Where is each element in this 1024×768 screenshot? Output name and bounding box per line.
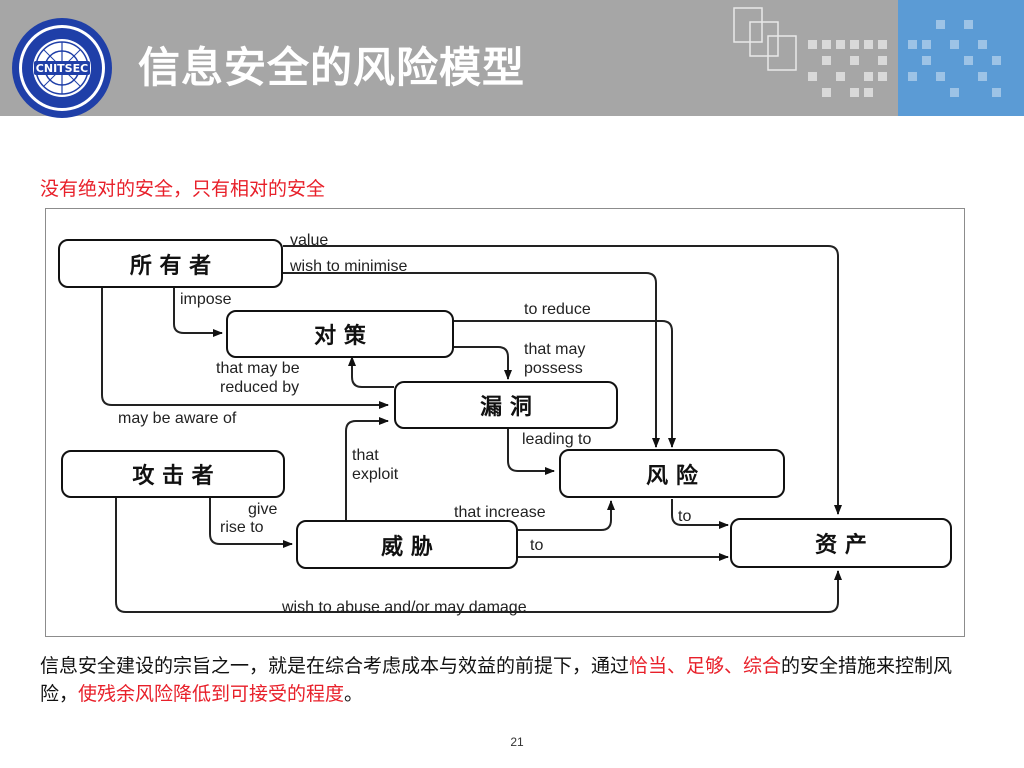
arrow-owner-minimise-risk (283, 272, 660, 448)
node-countermeasure: 对 策 (226, 310, 454, 358)
arrow-threat-increase-risk (516, 500, 615, 531)
header-bar: CNITSEC 信息安全的风险模型 (0, 0, 1024, 118)
label-leading-to: leading to (522, 431, 592, 448)
arrow-owner-aware-vulnerability (101, 287, 389, 409)
arrow-attacker-abuse-asset (115, 498, 842, 613)
label-wish-to-minimise: wish to minimise (290, 258, 408, 275)
risk-model-diagram: 所 有 者 对 策 漏 洞 风 险 攻 击 者 威 胁 资 产 value wi… (45, 208, 965, 637)
node-threat: 威 胁 (296, 520, 518, 569)
summary-text-1: 信息安全建设的宗旨之一，就是在综合考虑成本与效益的前提下，通过 (40, 655, 630, 677)
node-asset-label: 资 产 (815, 532, 867, 558)
node-attacker-label: 攻 击 者 (132, 463, 214, 489)
summary-text-3: 。 (344, 683, 364, 705)
page-number: 21 (510, 735, 524, 749)
label-value: value (290, 232, 329, 249)
node-owner-label: 所 有 者 (129, 252, 212, 279)
page-title: 信息安全的风险模型 (138, 43, 526, 92)
arrow-countermeasure-reduce-risk (454, 320, 676, 448)
header-decoration (733, 0, 1024, 116)
label-rise-to: rise to (220, 519, 264, 536)
label-risk-to-asset: to (678, 508, 692, 525)
label-threat-to-asset: to (530, 537, 544, 554)
diagram-arrows (101, 245, 842, 613)
label-wish-to-abuse: wish to abuse and/or may damage (282, 599, 527, 616)
node-vulnerability: 漏 洞 (394, 381, 618, 429)
arrow-threat-exploit-vulnerability (345, 417, 389, 521)
label-impose: impose (180, 291, 232, 308)
node-risk: 风 险 (559, 449, 785, 498)
arrow-owner-impose-countermeasure (173, 287, 223, 337)
arrow-countermeasure-possess-vulnerability (454, 346, 512, 380)
arrow-risk-to-asset (671, 499, 729, 529)
arrow-owner-value-asset (283, 245, 842, 515)
label-exploit: exploit (352, 466, 399, 483)
arrow-vulnerability-leading-risk (507, 428, 555, 475)
arrow-vulnerability-reduced-countermeasure (348, 356, 394, 388)
summary-paragraph: 信息安全建设的宗旨之一，就是在综合考虑成本与效益的前提下，通过恰当、足够、综合的… (40, 652, 990, 708)
label-that-may-be: that may be (216, 360, 300, 377)
label-that-increase: that increase (454, 504, 546, 521)
logo-seal: CNITSEC (12, 18, 112, 118)
label-that-may: that may (524, 341, 586, 358)
node-countermeasure-label: 对 策 (314, 323, 366, 349)
summary-highlight-2: 使残余风险降低到可接受的程度 (78, 683, 345, 705)
label-give: give (248, 501, 278, 518)
summary-highlight-1: 恰当、足够、综合 (629, 655, 782, 677)
node-vulnerability-label: 漏 洞 (480, 394, 532, 420)
arrow-attacker-giverise-threat (209, 497, 293, 548)
summary-text-2: 的安全措施来控制风险， (40, 655, 953, 705)
subtitle: 没有绝对的安全，只有相对的安全 (40, 178, 326, 200)
svg-text:CNITSEC: CNITSEC (36, 62, 88, 75)
label-reduced-by: reduced by (220, 379, 300, 396)
node-attacker: 攻 击 者 (61, 450, 285, 498)
node-threat-label: 威 胁 (381, 533, 433, 560)
node-risk-label: 风 险 (646, 462, 698, 489)
label-to-reduce: to reduce (524, 301, 591, 318)
node-owner: 所 有 者 (58, 239, 283, 288)
label-possess: possess (524, 360, 583, 377)
label-that: that (352, 447, 379, 464)
node-asset: 资 产 (730, 518, 952, 568)
label-may-be-aware-of: may be aware of (118, 410, 237, 427)
